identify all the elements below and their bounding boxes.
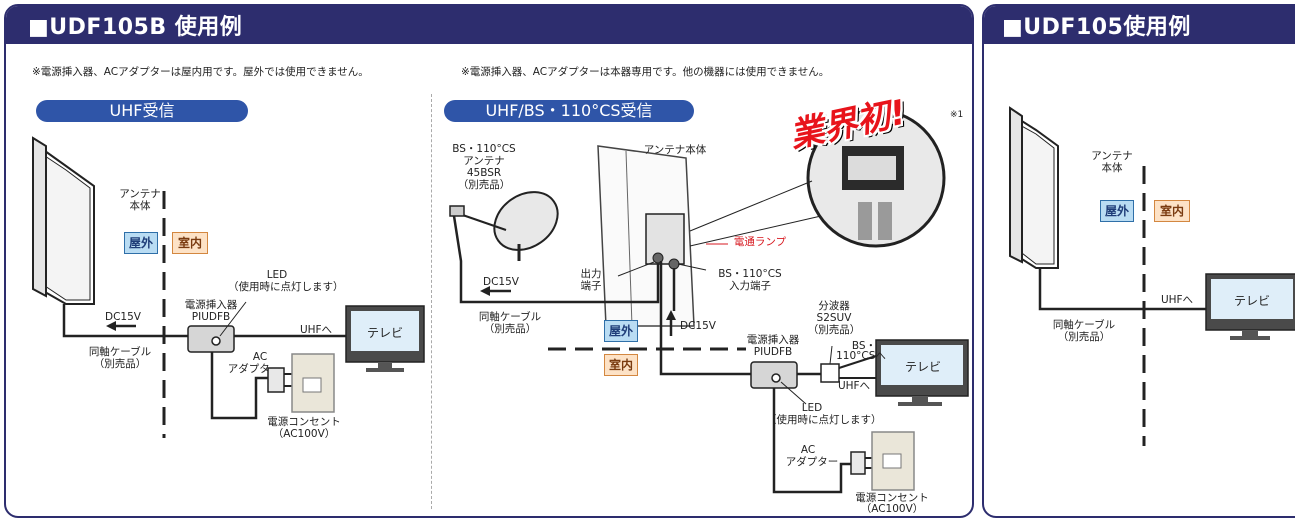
bs-antenna-label-2: アンテナ	[463, 155, 505, 167]
splitter-label-1: 分波器	[818, 300, 850, 312]
bs-led-label-2: （使用時に点灯します）	[766, 414, 882, 426]
tv-label: テレビ	[1233, 294, 1270, 308]
wiring-diagram	[32, 108, 969, 494]
dc-label: DC15V	[105, 311, 141, 323]
bs-uhf-to-label: UHFへ	[837, 380, 871, 392]
bs-led-label-1: LED	[801, 402, 823, 414]
tv-label: テレビ	[366, 326, 403, 340]
bs-outlet-label-2: （AC100V）	[860, 503, 924, 515]
dc-left-label: DC15V	[483, 276, 519, 288]
bs-to-label-1: BS・	[851, 340, 877, 352]
outlet-label-1: 電源コンセント	[267, 416, 341, 428]
cable-label-2: （別売品）	[93, 358, 147, 370]
panel-title: ■UDF105B 使用例	[28, 15, 243, 40]
output-label-2: 端子	[580, 280, 602, 292]
panel-title: ■UDF105使用例	[1002, 15, 1191, 40]
bs-antenna-label-1: BS・110°CS	[452, 143, 516, 155]
bs-cable-label-2: （別売品）	[483, 323, 537, 335]
badge-footnote: ※1	[950, 110, 964, 120]
note-indoor-only: ※電源挿入器、ACアダプターは屋内用です。屋外では使用できません。	[32, 66, 369, 78]
antenna-body-icon	[597, 145, 695, 327]
section-divider	[431, 94, 432, 509]
lamp-label: 電通ランプ	[733, 236, 787, 248]
indoor-tag: 室内	[172, 232, 208, 254]
bs-injector-label-1: 電源挿入器	[746, 334, 800, 346]
antenna-label-1: アンテナ	[119, 188, 161, 200]
uhf-to-label: UHFへ	[299, 324, 333, 336]
dc-up-label: DC15V	[680, 320, 716, 332]
bs-ac-label-1: AC	[800, 444, 816, 456]
injector-label-2: PIUDFB	[191, 311, 231, 323]
note-dedicated: ※電源挿入器、ACアダプターは本器専用です。他の機器には使用できません。	[461, 66, 830, 78]
ac-label-1: AC	[252, 351, 268, 363]
cable-label-2: （別売品）	[1057, 331, 1111, 343]
bs-indoor-tag: 室内	[604, 354, 638, 376]
tv-icon	[345, 305, 425, 372]
bs-outlet-label-1: 電源コンセント	[855, 492, 929, 504]
led-label-1: LED	[266, 269, 288, 281]
outlet-label-2: （AC100V）	[272, 428, 336, 440]
panel-header: ■UDF105使用例	[984, 6, 1295, 44]
splitter-label-3: （別売品）	[807, 324, 861, 336]
bs-outdoor-tag: 屋外	[604, 320, 638, 342]
uhf-wiring-diagram	[1009, 106, 1295, 446]
bs-antenna-label-3: 45BSR	[466, 167, 502, 179]
ac-adapter-icon	[267, 367, 285, 393]
bs-to-label-2: 110°CSへ	[836, 350, 886, 362]
bs-injector-label-2: PIUDFB	[753, 346, 793, 358]
cable-label-1: 同軸ケーブル	[88, 346, 152, 358]
input-label-2: 入力端子	[729, 280, 771, 292]
bs-ac-label-2: アダプター	[785, 456, 839, 468]
led-label-2: （使用時に点灯します）	[228, 281, 344, 293]
indoor-tag: 室内	[1154, 200, 1190, 222]
bs-dish-icon	[449, 191, 559, 261]
antenna-label-2: 本体	[129, 200, 151, 212]
uhf-to-label: UHFへ	[1160, 294, 1194, 306]
injector-label-1: 電源挿入器	[184, 299, 238, 311]
panel-antenna-icon	[32, 136, 95, 305]
antenna-label-2: 本体	[1101, 162, 1123, 174]
ac-label-2: アダプター	[227, 363, 281, 375]
input-label-1: BS・110°CS	[718, 268, 782, 280]
bs-cable-label-1: 同軸ケーブル	[478, 311, 542, 323]
antenna-body-label: アンテナ本体	[643, 144, 707, 156]
uhf-reception-pill: UHF受信	[36, 100, 248, 122]
panel-udf105b: ■UDF105B 使用例 ※電源挿入器、ACアダプターは屋内用です。屋外では使用…	[4, 4, 974, 518]
outdoor-tag: 屋外	[124, 232, 158, 254]
panel-udf105: ■UDF105使用例 アンテナ 本体 屋外 室内 UHFへ テレビ 同軸ケーブル…	[982, 4, 1295, 518]
bs-antenna-label-4: （別売品）	[457, 179, 511, 191]
output-label-1: 出力	[580, 268, 602, 280]
bs-reception-pill: UHF/BS・110°CS受信	[444, 100, 694, 122]
splitter-label-2: S2SUV	[816, 312, 852, 324]
outdoor-tag: 屋外	[1100, 200, 1134, 222]
antenna-label-1: アンテナ	[1091, 150, 1133, 162]
power-injector-icon	[187, 325, 235, 353]
panel-header: ■UDF105B 使用例	[6, 6, 972, 44]
cable-label-1: 同軸ケーブル	[1052, 319, 1116, 331]
bs-tv-label: テレビ	[904, 360, 941, 374]
